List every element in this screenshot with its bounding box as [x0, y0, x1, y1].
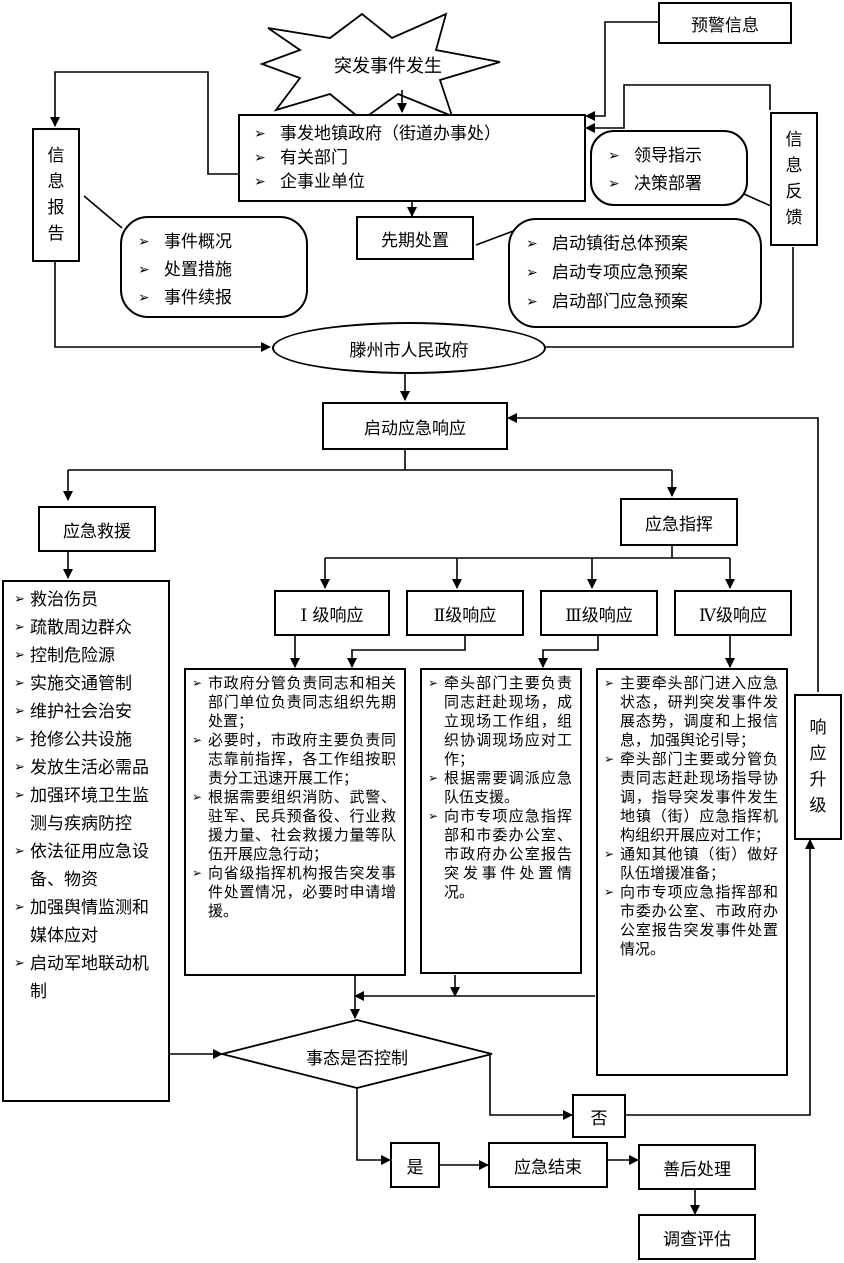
plan-item-town: ➢启动镇街总体预案	[526, 230, 760, 259]
feedback-callout: ➢领导指示 ➢决策部署	[590, 130, 748, 206]
arrow-bullet-icon: ➢	[254, 126, 266, 142]
report-item-overview: ➢事件概况	[138, 228, 306, 256]
report-item-measures: ➢处置措施	[138, 256, 306, 284]
level-1-item: ➢根据需要组织消防、武警、驻军、民兵预备役、行业救援力量、社会救援力量等队伍开展…	[192, 788, 396, 863]
level-4-item: ➢向市专项应急指挥部和市委办公室、市政府办公室报告突发事件处置情况。	[604, 883, 778, 958]
level-2-3-item: ➢牵头部门主要负责同志赶赴现场，成立现场工作组，组织协调现场应对工作；	[428, 674, 572, 768]
arrow-bullet-icon: ➢	[14, 844, 25, 859]
level-4-details-box: ➢主要牵头部门进入应急状态，研判突发事件发展态势，调度和上报信息，加强舆论引导；…	[596, 668, 788, 1076]
arrow-bullet-icon: ➢	[192, 733, 203, 747]
info-report-box: 信息报告	[32, 128, 80, 262]
emergency-end-box: 应急结束	[488, 1142, 608, 1188]
arrow-bullet-icon: ➢	[14, 760, 25, 775]
arrow-bullet-icon: ➢	[14, 956, 25, 971]
level-1-details-box: ➢市政府分管负责同志和相关部门单位负责同志组织先期处置； ➢必要时，市政府主要负…	[184, 668, 406, 976]
plan-item-special: ➢启动专项应急预案	[526, 259, 760, 288]
response-upgrade-box: 响应升级	[794, 694, 842, 840]
rescue-item: ➢加强舆情监测和媒体应对	[14, 894, 162, 950]
decision-diamond	[221, 1019, 493, 1089]
emergency-occurs-label: 突发事件发生	[334, 56, 442, 77]
level-4-item: ➢通知其他镇（街）做好队伍增援准备；	[604, 845, 778, 882]
arrow-bullet-icon: ➢	[14, 648, 25, 663]
arrow-bullet-icon: ➢	[14, 676, 25, 691]
initial-disposal-box: 先期处置	[356, 216, 474, 260]
arrow-bullet-icon: ➢	[604, 676, 615, 690]
report-callout: ➢事件概况 ➢处置措施 ➢事件续报	[120, 216, 308, 318]
arrow-bullet-icon: ➢	[604, 885, 615, 899]
arrow-bullet-icon: ➢	[608, 148, 620, 164]
level-2-response-box: Ⅱ级响应	[406, 590, 524, 636]
arrow-bullet-icon: ➢	[14, 788, 25, 803]
arrow-bullet-icon: ➢	[138, 262, 150, 278]
arrow-bullet-icon: ➢	[192, 866, 203, 880]
arrow-bullet-icon: ➢	[604, 752, 615, 766]
level-4-item: ➢主要牵头部门进入应急状态，研判突发事件发展态势，调度和上报信息，加强舆论引导；	[604, 674, 778, 749]
arrow-bullet-icon: ➢	[526, 265, 538, 281]
arrow-bullet-icon: ➢	[192, 790, 203, 804]
level-2-3-item: ➢根据需要调派应急队伍支援。	[428, 769, 572, 806]
rescue-item: ➢救治伤员	[14, 586, 162, 614]
unit-item-enterprises: ➢企事业单位	[254, 172, 365, 192]
initial-disposal-callout: ➢启动镇街总体预案 ➢启动专项应急预案 ➢启动部门应急预案	[508, 218, 762, 328]
level-3-response-box: Ⅲ级响应	[540, 590, 658, 636]
no-box: 否	[572, 1094, 626, 1138]
level-1-item: ➢向省级指挥机构报告突发事件处置情况，必要时申请增援。	[192, 864, 396, 920]
report-item-followup: ➢事件续报	[138, 284, 306, 312]
emergency-command-box: 应急指挥	[620, 498, 738, 546]
rescue-item: ➢实施交通管制	[14, 670, 162, 698]
level-2-3-details-box: ➢牵头部门主要负责同志赶赴现场，成立现场工作组，组织协调现场应对工作； ➢根据需…	[420, 668, 582, 974]
arrow-bullet-icon: ➢	[138, 290, 150, 306]
feedback-item-decisions: ➢决策部署	[608, 170, 746, 198]
feedback-item-instructions: ➢领导指示	[608, 142, 746, 170]
info-feedback-box: 信息反馈	[770, 112, 818, 246]
level-1-response-box: I 级响应	[274, 590, 390, 636]
unit-item-departments: ➢有关部门	[254, 148, 348, 168]
rescue-item: ➢依法征用应急设备、物资	[14, 838, 162, 894]
rescue-item: ➢控制危险源	[14, 642, 162, 670]
arrow-bullet-icon: ➢	[428, 676, 439, 690]
start-response-box: 启动应急响应	[322, 402, 508, 450]
decision-label: 事态是否控制	[306, 1049, 408, 1069]
level-4-response-box: Ⅳ级响应	[674, 590, 792, 636]
warning-info-box: 预警信息	[658, 2, 792, 44]
emergency-rescue-box: 应急救援	[38, 506, 156, 552]
arrow-bullet-icon: ➢	[14, 732, 25, 747]
arrow-bullet-icon: ➢	[254, 150, 266, 166]
arrow-bullet-icon: ➢	[428, 771, 439, 785]
arrow-bullet-icon: ➢	[14, 900, 25, 915]
arrow-bullet-icon: ➢	[14, 592, 25, 607]
unit-item-town-government: ➢事发地镇政府（街道办事处）	[254, 124, 501, 144]
rescue-item: ➢维护社会治安	[14, 698, 162, 726]
level-2-3-item: ➢向市专项应急指挥部和市委办公室、市政府办公室报告突发事件处置情况。	[428, 807, 572, 901]
arrow-bullet-icon: ➢	[526, 236, 538, 252]
investigation-evaluation-box: 调查评估	[638, 1214, 756, 1260]
arrow-bullet-icon: ➢	[14, 704, 25, 719]
rescue-measures-list: ➢救治伤员 ➢疏散周边群众 ➢控制危险源 ➢实施交通管制 ➢维护社会治安 ➢抢修…	[2, 580, 170, 1102]
rescue-item: ➢发放生活必需品	[14, 754, 162, 782]
level-1-item: ➢必要时，市政府主要负责同志靠前指挥，各工作组按职责分工迅速开展工作；	[192, 731, 396, 787]
arrow-bullet-icon: ➢	[526, 294, 538, 310]
arrow-bullet-icon: ➢	[138, 234, 150, 250]
level-4-item: ➢牵头部门主要或分管负责同志赶赴现场指导协调，指导突发事件发生地镇（街）应急指挥…	[604, 750, 778, 844]
responsible-units-box: ➢事发地镇政府（街道办事处） ➢有关部门 ➢企事业单位	[238, 114, 586, 202]
rescue-item: ➢抢修公共设施	[14, 726, 162, 754]
warning-info-label: 预警信息	[691, 15, 759, 36]
rescue-item: ➢疏散周边群众	[14, 614, 162, 642]
arrow-bullet-icon: ➢	[604, 847, 615, 861]
city-government-ellipse: 滕州市人民政府	[272, 322, 546, 374]
arrow-bullet-icon: ➢	[254, 174, 266, 190]
rescue-item: ➢启动军地联动机制	[14, 950, 162, 1006]
arrow-bullet-icon: ➢	[192, 676, 203, 690]
plan-item-department: ➢启动部门应急预案	[526, 288, 760, 317]
rescue-item: ➢加强环境卫生监测与疾病防控	[14, 782, 162, 838]
arrow-bullet-icon: ➢	[428, 809, 439, 823]
arrow-bullet-icon: ➢	[14, 620, 25, 635]
arrow-bullet-icon: ➢	[608, 176, 620, 192]
yes-box: 是	[390, 1142, 440, 1188]
level-1-item: ➢市政府分管负责同志和相关部门单位负责同志组织先期处置；	[192, 674, 396, 730]
aftermath-box: 善后处理	[638, 1144, 756, 1190]
